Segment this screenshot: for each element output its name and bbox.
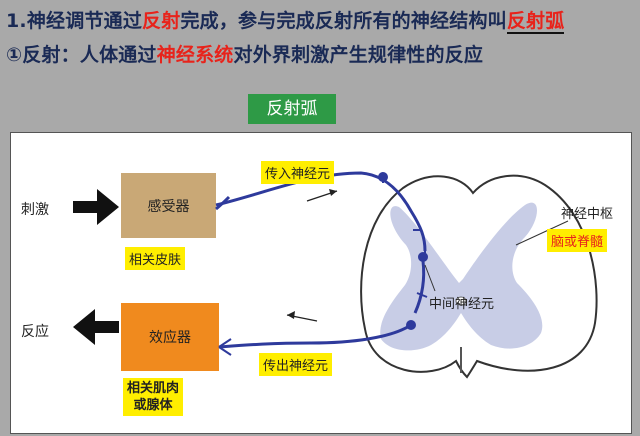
response-arrow [73,309,119,345]
afferent-cell-body [378,172,388,182]
effector-caption-line-1: 相关肌肉 [127,381,180,396]
reflex-arc-diagram: 刺激 反应 感受器 相关皮肤 效应器 相关肌肉 或腺体 传入神经元 传出神经元 … [10,132,632,434]
nerve-center-caption: 脑或脊髓 [547,229,608,252]
stimulus-arrow [73,189,119,225]
reflex-arc-title: 反射弧 [248,94,336,124]
header-line-2: ①反射：人体通过神经系统对外界刺激产生规律性的反应 [6,40,483,67]
afferent-nerve [215,171,427,252]
center-pointer-line [515,220,569,246]
receptor-caption: 相关皮肤 [125,247,186,270]
interneuron-label: 中间神经元 [429,297,495,312]
header-line-2-prefix: ①反射：人体通过 [6,44,157,66]
header-line-1-prefix: 1.神经调节通过 [6,10,143,32]
header-line-1-highlight-reflex-arc: 反射弧 [506,10,565,34]
receptor-box [121,173,216,238]
header-line-1-highlight-reflex: 反射 [142,10,181,32]
spinal-cord-grey-matter [380,202,543,351]
efferent-nerve [218,323,412,349]
diagram-graphics [73,171,598,379]
afferent-neuron-label: 传入神经元 [261,161,335,184]
header-line-1: 1.神经调节通过反射完成，参与完成反射所有的神经结构叫反射弧 [6,6,565,34]
interneuron-pointer-line [424,264,436,292]
efferent-neuron-label: 传出神经元 [259,353,333,376]
effector-caption-line-2: 或腺体 [133,398,173,413]
interneuron-fiber [413,260,426,314]
interneuron-cell-body [418,252,428,262]
effector-caption: 相关肌肉 或腺体 [123,378,184,416]
header-line-2-suffix: 对外界刺激产生规律性的反应 [233,44,484,66]
response-label: 反应 [21,324,49,340]
central-canal [455,296,467,306]
effector-box [121,303,219,371]
receptor-label: 感受器 [147,198,190,215]
nerve-center-label: 神经中枢 [561,207,614,222]
stimulus-label: 刺激 [21,202,49,218]
header-line-1-middle: 完成，参与完成反射所有的神经结构叫 [180,10,507,32]
effector-label: 效应器 [149,330,191,346]
header-line-2-highlight: 神经系统 [156,44,234,66]
